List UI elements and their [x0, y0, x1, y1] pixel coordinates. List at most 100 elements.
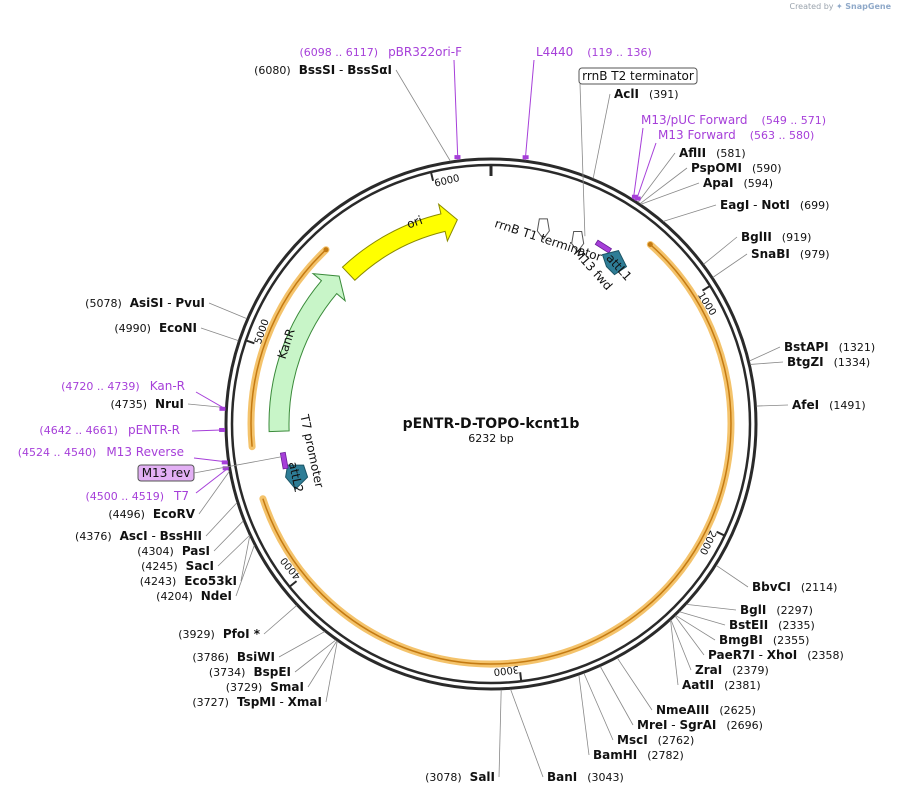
site-name: BglII	[741, 230, 772, 244]
primer-name: M13 Forward	[658, 128, 736, 142]
primer-binding-mark	[221, 460, 228, 465]
site-dash: -	[335, 63, 347, 77]
site-position: (581)	[716, 147, 746, 160]
primer-label: (4500 .. 4519)T7	[85, 489, 189, 503]
plasmid-name: pENTR-D-TOPO-kcnt1b	[403, 416, 580, 432]
site-dash: -	[148, 529, 160, 543]
site-position: (979)	[800, 248, 830, 261]
primer: (6098 .. 6117)pBR322ori-F	[300, 45, 462, 161]
site-leader-line	[640, 182, 700, 205]
restriction-site: (4735)NruI	[110, 397, 226, 411]
primer-leader-line	[524, 59, 535, 161]
site-label: (5078)AsiSI - PvuI	[85, 296, 205, 310]
site-label: PaeR7I - XhoI(2358)	[708, 648, 844, 662]
restriction-site: BglII(919)	[703, 230, 811, 265]
restriction-site: AclI(391)	[592, 87, 679, 179]
site-name: AscI	[120, 529, 148, 543]
restriction-site: EagI - NotI(699)	[663, 198, 829, 222]
site-leader-line	[307, 640, 338, 688]
site-leader-line	[395, 69, 451, 162]
site-position: (2355)	[773, 634, 810, 647]
m13-rev-box: M13 rev	[137, 456, 282, 482]
site-leader-line	[240, 535, 251, 582]
site-label: (4376)AscI - BssHII	[75, 529, 202, 543]
site-leader-line	[670, 619, 692, 671]
site-leader-line	[617, 657, 653, 711]
site-leader-line	[294, 639, 337, 673]
site-name: MreI	[637, 718, 667, 732]
site-leader-line	[205, 502, 238, 537]
site-label: BamHI(2782)	[593, 748, 684, 762]
primer-binding-mark	[219, 406, 226, 411]
primer-leader-line	[453, 59, 459, 161]
site-name: MscI	[617, 733, 648, 747]
primer: (4720 .. 4739)Kan-R	[61, 379, 226, 411]
site-position: (4990)	[114, 322, 151, 335]
rrnb-t2-leader	[579, 83, 586, 237]
site-position: (3734)	[209, 666, 246, 679]
site-label: BglII(919)	[741, 230, 811, 244]
site-label: (4245)SacI	[141, 559, 214, 573]
restriction-site: AatII(2381)	[670, 620, 761, 692]
site-label: BtgZI(1334)	[787, 355, 870, 369]
site-label: BstAPI(1321)	[784, 340, 875, 354]
site-leader-line	[187, 403, 226, 409]
site-name: NdeI	[201, 589, 232, 603]
orange-track-core	[262, 243, 732, 665]
site-position: (4304)	[137, 545, 174, 558]
site-position: (2297)	[776, 604, 813, 617]
site-position: (2379)	[732, 664, 769, 677]
site-leader-line	[498, 689, 502, 778]
primer: (4642 .. 4661)pENTR-R	[39, 423, 226, 437]
site-leader-line	[235, 545, 255, 597]
orange-track-end	[647, 242, 653, 248]
primer-label: (4720 .. 4739)Kan-R	[61, 379, 185, 393]
site-leader-line	[599, 666, 634, 726]
site-name: PfoI *	[223, 627, 261, 641]
restriction-site: MreI - SgrAI(2696)	[599, 666, 763, 732]
site-leader-line	[325, 641, 338, 703]
rrnb-t2-box-frame	[578, 67, 698, 85]
site-name: BbvCI	[752, 580, 791, 594]
site-label: BmgBI(2355)	[719, 633, 809, 647]
site-name: SmaI	[270, 680, 304, 694]
site-name: AclI	[614, 87, 639, 101]
site-name: PspOMI	[691, 161, 742, 175]
site-leader-line	[213, 520, 244, 552]
rrnb-t2-label: rrnB T2 terminator	[582, 69, 694, 83]
site-label: BbvCI (2114)	[752, 580, 837, 594]
site-name: EcoRV	[153, 507, 196, 521]
terminator-arrow	[571, 231, 585, 253]
site-label: (4243)Eco53kI	[140, 574, 237, 588]
site-position: (2114)	[801, 581, 838, 594]
site-position: (3078)	[425, 771, 462, 784]
site-label: (3929)PfoI *	[178, 627, 260, 641]
site-label: (3734) BspEI	[209, 665, 291, 679]
site-name2: BssHII	[160, 529, 202, 543]
site-label: ZraI(2379)	[695, 663, 769, 677]
ruler-tick	[244, 339, 255, 345]
restriction-site: ZraI(2379)	[670, 619, 769, 677]
site-name: SacI	[186, 559, 214, 573]
site-position: (590)	[752, 162, 782, 175]
site-dash: -	[276, 695, 288, 709]
site-name2: BssSαI	[347, 63, 392, 77]
restriction-site: PspOMI (590)	[639, 161, 782, 205]
site-label: BstEII(2335)	[729, 618, 815, 632]
primer: M13 Forward(563 .. 580)	[634, 128, 814, 202]
site-name2: XhoI	[767, 648, 798, 662]
site-position: (3727)	[192, 696, 229, 709]
site-label: NmeAIII(2625)	[656, 703, 756, 717]
site-name: ApaI	[703, 176, 733, 190]
primer: (4524 .. 4540)M13 Reverse	[18, 445, 228, 465]
ruler-tick	[519, 672, 523, 683]
site-label: (4204)NdeI	[156, 589, 232, 603]
restriction-site: SnaBI(979)	[712, 247, 830, 278]
snapgene-credit: Created by ✦ SnapGene	[789, 2, 891, 11]
site-position: (2358)	[807, 649, 844, 662]
site-name2: PvuI	[175, 296, 205, 310]
site-leader-line	[756, 404, 789, 407]
restriction-site: (3929)PfoI *	[178, 605, 297, 641]
site-name: BspEI	[253, 665, 291, 679]
